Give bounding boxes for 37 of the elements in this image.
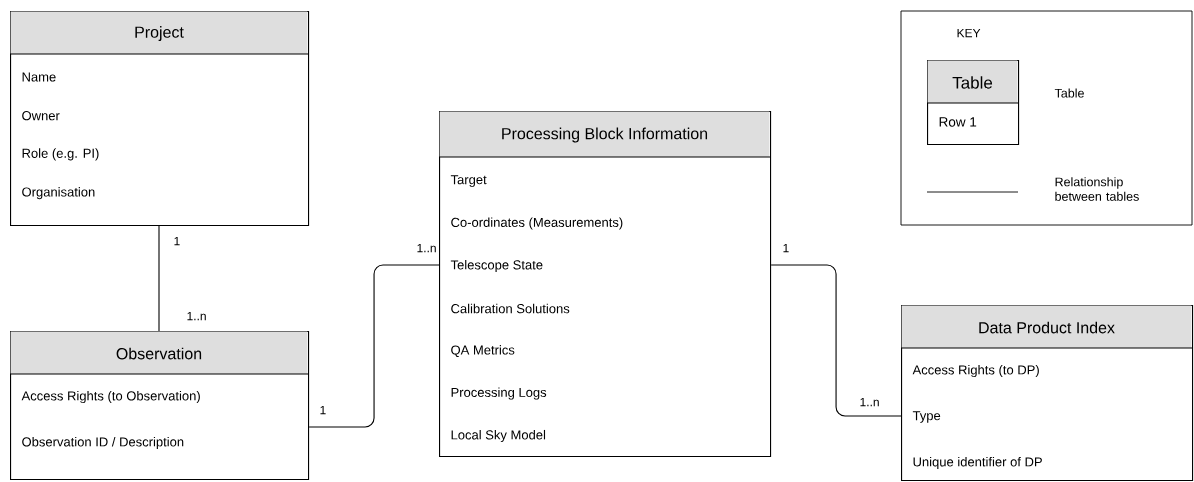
table-header: Observation xyxy=(116,347,202,360)
table-row: Role (e.g. PI) xyxy=(22,148,99,161)
table-row: Target xyxy=(450,175,487,187)
table-row: Row 1 xyxy=(939,117,977,127)
table-header: Data Product Index xyxy=(979,321,1115,334)
table-header: Processing Block Information xyxy=(502,127,708,143)
cardinality-label: 1 xyxy=(320,405,326,415)
table-row: Processing Logs xyxy=(451,387,547,400)
table-row: Access Rights (to DP) xyxy=(912,364,1039,378)
table-row: Access Rights (to Observation) xyxy=(21,390,200,404)
table-row: Observation ID / Description xyxy=(22,436,184,450)
table-row: Telescope State xyxy=(450,259,543,273)
legend-text: Table xyxy=(1054,88,1084,98)
table-box xyxy=(900,305,1194,482)
table-row: Calibration Solutions xyxy=(451,303,570,314)
legend-text: Relationship between tables xyxy=(1055,177,1139,201)
relationship-line xyxy=(308,264,440,428)
table-box xyxy=(926,60,1020,146)
cardinality-label: 1..n xyxy=(860,397,879,407)
table-row: Organisation xyxy=(22,187,95,200)
table-row: Owner xyxy=(22,111,60,121)
table-header: Table xyxy=(952,76,993,89)
table-row: Local Sky Model xyxy=(451,429,546,443)
cardinality-label: 1 xyxy=(174,236,180,246)
table-row: Name xyxy=(22,72,56,82)
table-row: QA Metrics xyxy=(451,345,515,357)
table-header: Project xyxy=(135,26,184,41)
cardinality-label: 1 xyxy=(783,243,789,253)
table-row: Type xyxy=(912,411,941,423)
table-box xyxy=(438,111,772,458)
table-box xyxy=(9,331,310,481)
relationship-line xyxy=(770,264,902,417)
table-row: Unique identifier of DP xyxy=(913,456,1042,470)
key-heading: KEY xyxy=(957,28,981,38)
table-box xyxy=(9,11,310,227)
relationship-line xyxy=(158,225,160,332)
table-row: Co-ordinates (Measurements) xyxy=(451,217,623,230)
